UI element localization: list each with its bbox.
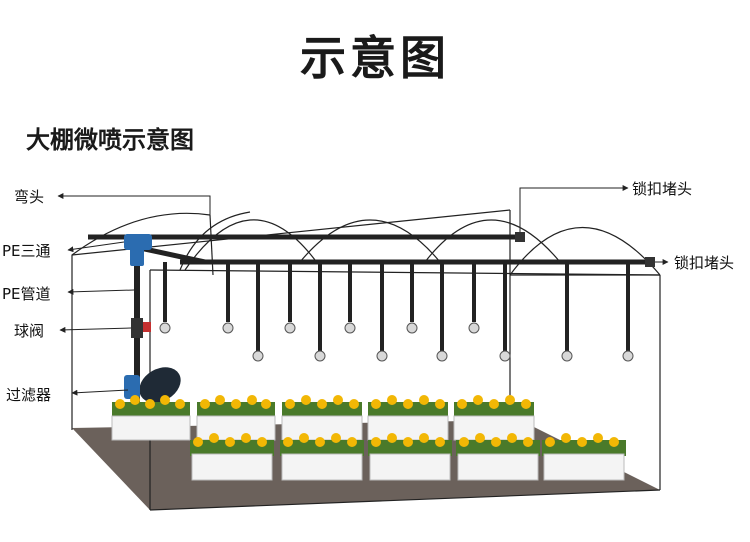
page-title: 示意图 <box>300 31 450 85</box>
label-filter: 过滤器 <box>6 386 52 404</box>
sprinkler-heads <box>159 322 634 362</box>
filter-unit <box>124 367 181 403</box>
ball-valve <box>131 318 151 338</box>
sprinkler-drops <box>163 262 630 352</box>
label-pe-tee: PE三通 <box>2 242 51 260</box>
label-elbow: 弯头 <box>14 188 45 206</box>
lock-plug-cap-right <box>645 257 655 267</box>
label-pe-pipe: PE管道 <box>2 285 51 303</box>
diagram-subtitle: 大棚微喷示意图 <box>26 126 194 154</box>
label-ball-valve: 球阀 <box>14 322 45 340</box>
pe-tee-fitting <box>124 234 152 266</box>
planters-back-row <box>111 395 535 441</box>
planters-front-row <box>190 433 626 481</box>
label-lock-plug-right: 锁扣堵头 <box>674 254 735 272</box>
label-lock-plug-top: 锁扣堵头 <box>632 180 693 198</box>
lock-plug-cap-top <box>515 232 525 242</box>
label-leaders <box>57 185 669 396</box>
